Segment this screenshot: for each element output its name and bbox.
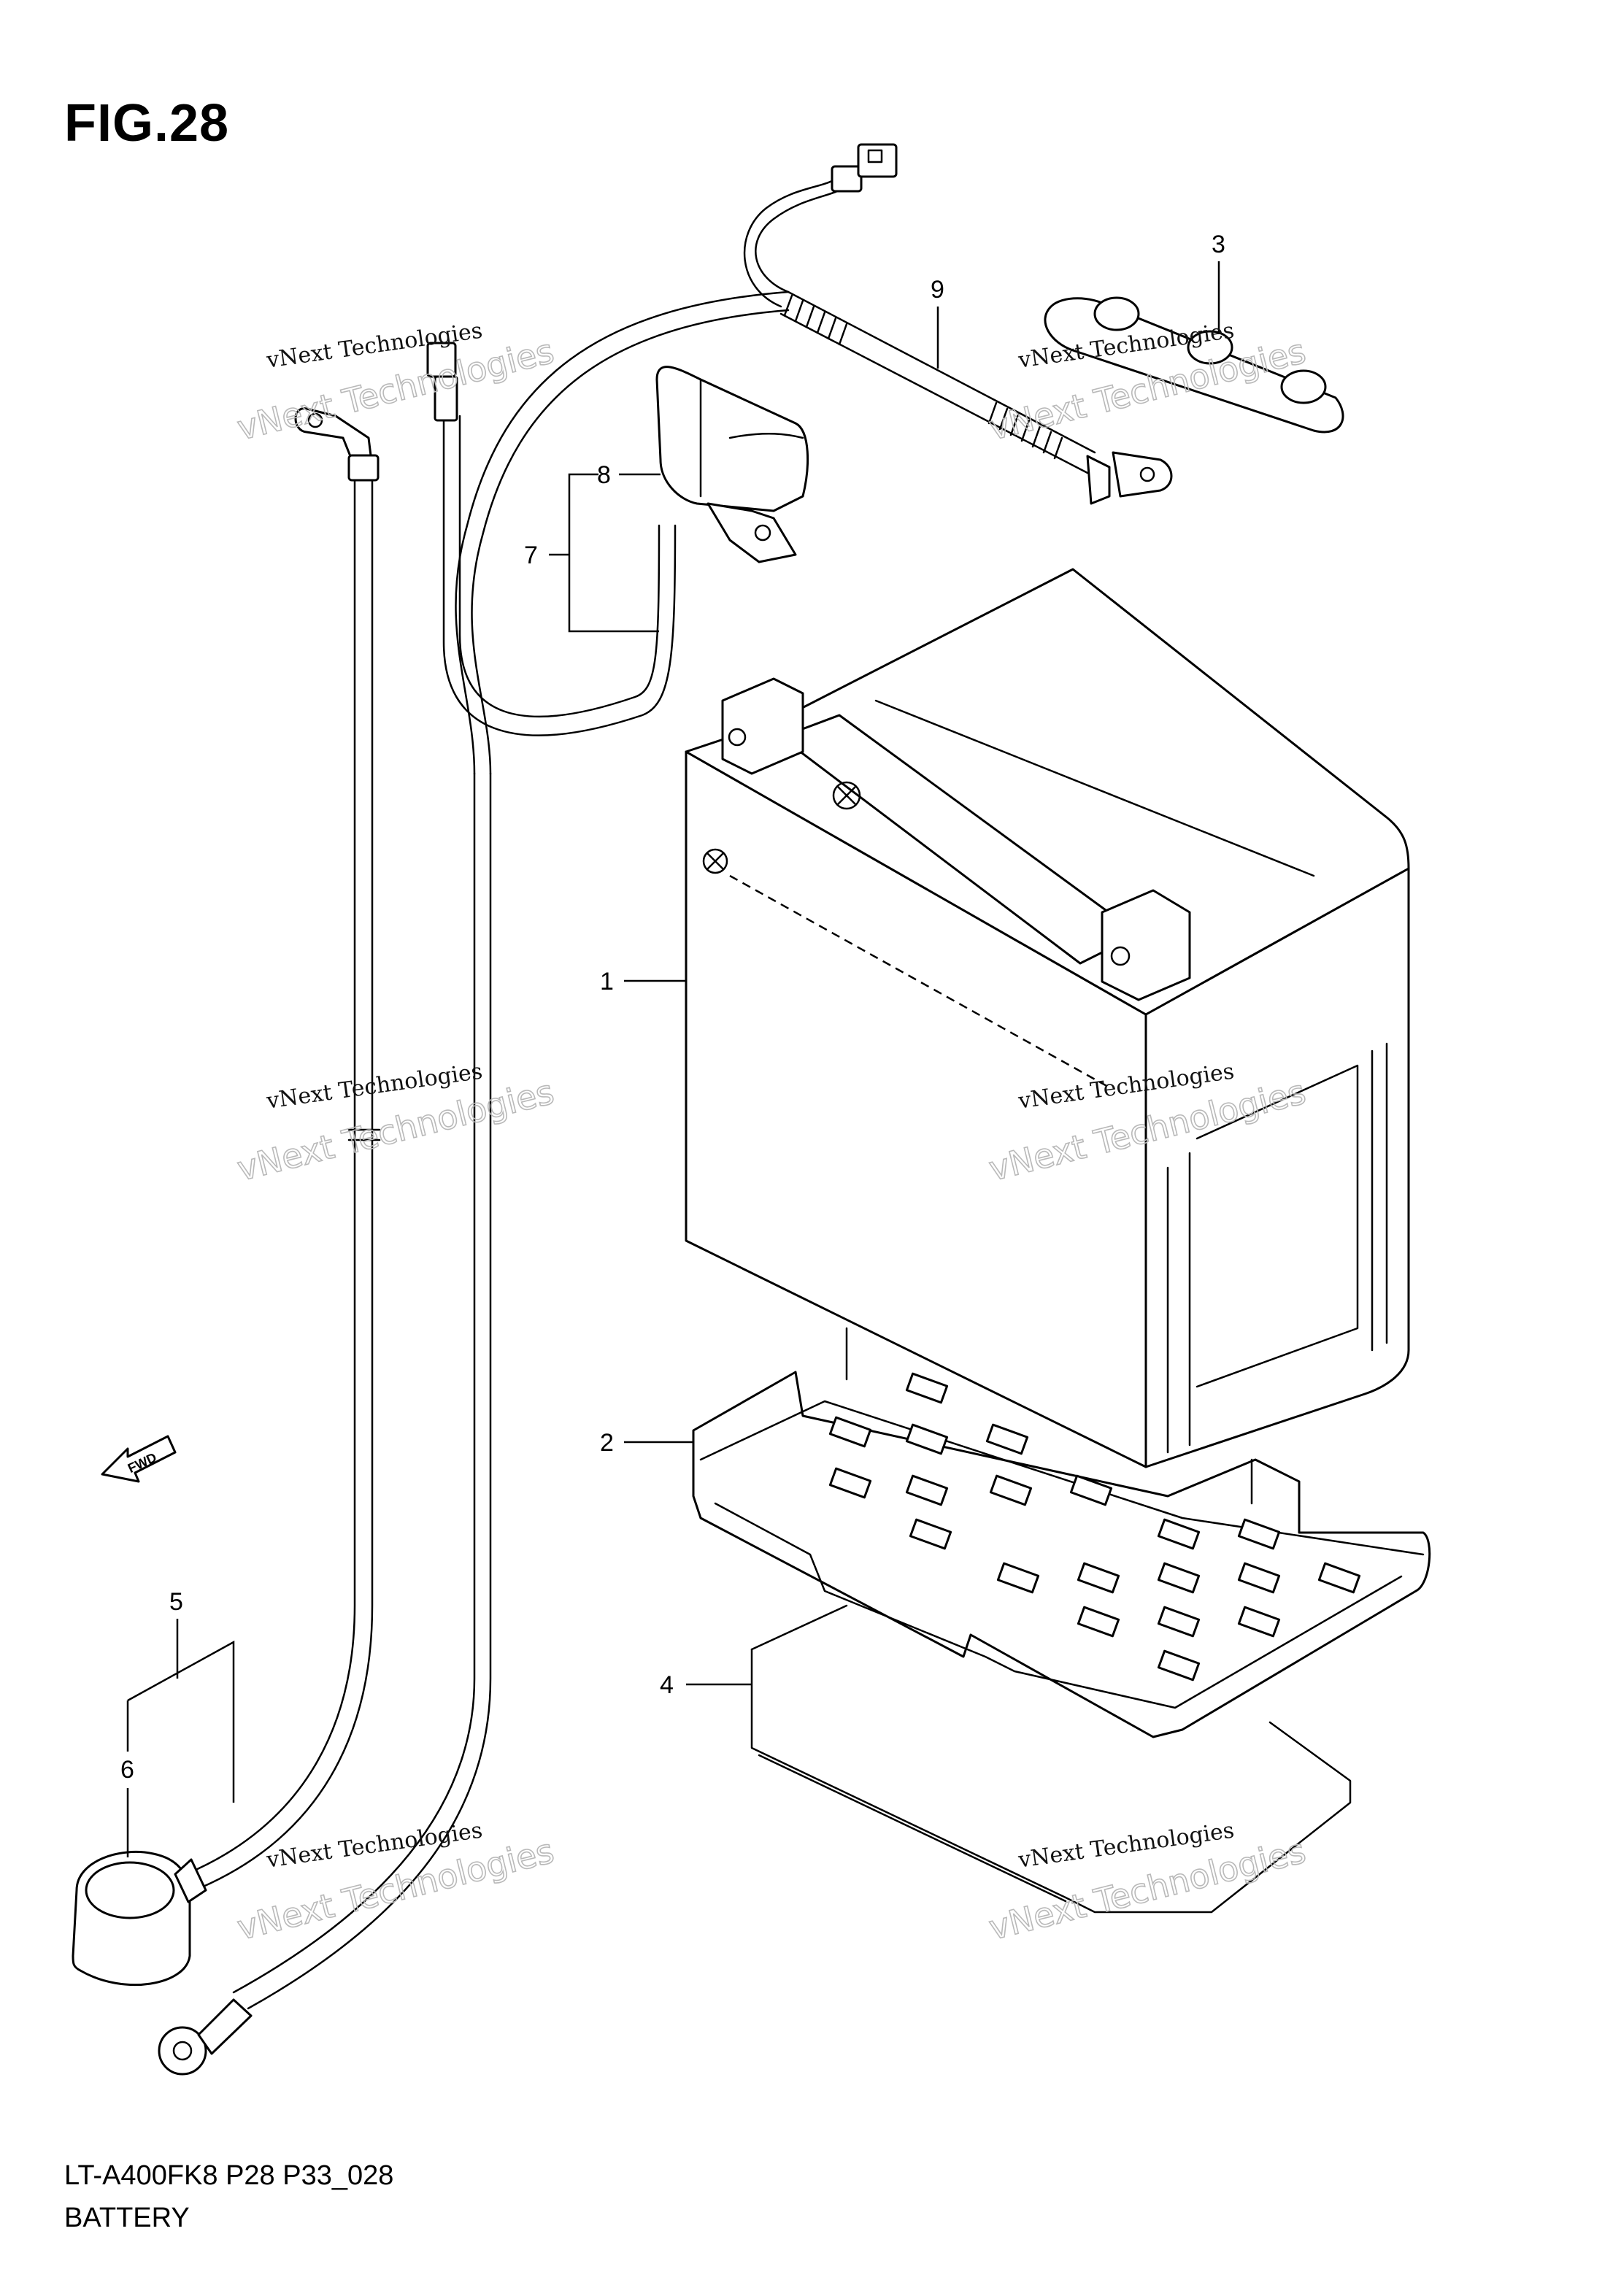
fuse-harness <box>743 143 1173 505</box>
negative-cable <box>181 407 381 1893</box>
positive-terminal-cover <box>655 366 809 563</box>
battery-pad <box>750 1604 1352 1914</box>
callout-1: 1 <box>600 968 686 995</box>
callout-label: 2 <box>600 1429 614 1457</box>
battery <box>685 568 1410 1468</box>
section-name: BATTERY <box>64 2203 190 2233</box>
callout-7: 7 <box>524 473 659 633</box>
watermark: vNext Technologies vNext Technologies <box>233 1059 558 1190</box>
callout-label: 3 <box>1212 231 1225 258</box>
figure-title: FIG.28 <box>64 94 230 153</box>
terminal-cover <box>72 1850 207 1987</box>
callout-label: 4 <box>660 1671 674 1699</box>
callout-5: 5 <box>127 1588 235 1803</box>
callout-label: 9 <box>931 276 944 304</box>
callout-8: 8 <box>597 461 661 489</box>
plus-icon <box>832 781 861 810</box>
battery-band <box>1044 296 1344 434</box>
callout-4: 4 <box>660 1671 752 1699</box>
callout-3: 3 <box>1212 231 1225 334</box>
callout-label: 5 <box>169 1588 183 1616</box>
battery-tray <box>692 1327 1431 1738</box>
callout-9: 9 <box>931 276 944 369</box>
watermark: vNext Technologies vNext Technologies <box>233 318 558 449</box>
fwd-arrow-icon: FWD <box>101 1435 177 1483</box>
callout-label: 8 <box>597 461 611 489</box>
positive-cable <box>158 290 790 2076</box>
callout-label: 7 <box>524 542 538 569</box>
plus-icon <box>702 848 728 874</box>
callout-label: 6 <box>120 1756 134 1784</box>
callout-label: 1 <box>600 968 614 995</box>
callout-6: 6 <box>120 1700 134 1857</box>
callout-2: 2 <box>600 1429 693 1457</box>
model-code: LT-A400FK8 P28 P33_028 <box>64 2160 394 2191</box>
